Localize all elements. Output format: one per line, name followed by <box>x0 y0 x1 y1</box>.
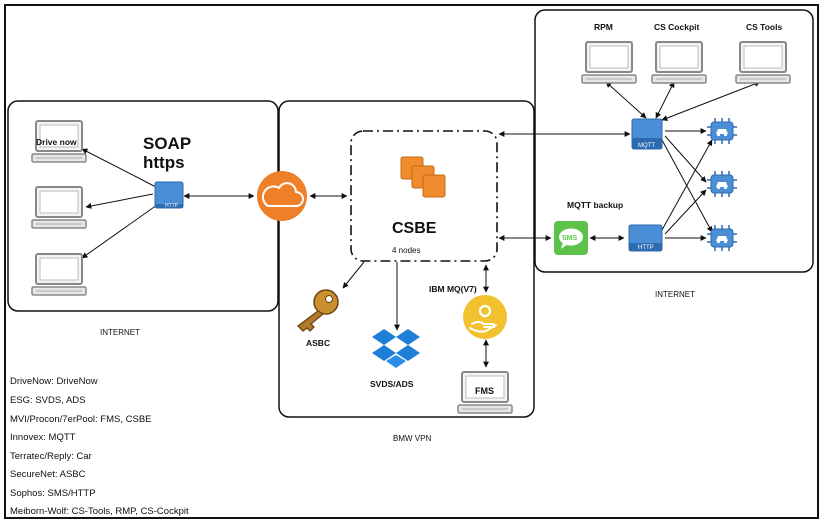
zone-label-bmw-vpn: BMW VPN <box>393 434 431 443</box>
link-http-client2 <box>85 193 154 209</box>
legend-item-terratec: Terratec/Reply: Car <box>10 451 92 462</box>
sms-icon-label: SMS <box>562 235 578 242</box>
protocol-label-https: https <box>143 153 185 172</box>
hand-gear-icon <box>463 295 507 339</box>
legend-item-sophos: Sophos: SMS/HTTP <box>10 488 96 499</box>
page-frame <box>4 4 819 519</box>
http-node-left-label: HTTP <box>165 203 179 209</box>
link-mqtt-car2 <box>664 135 707 183</box>
key-icon <box>297 289 339 332</box>
rpm-monitor <box>581 41 637 84</box>
car-chip-icon-2 <box>706 170 738 198</box>
fms-label: FMS <box>475 386 494 396</box>
link-http-client1 <box>81 148 157 188</box>
legend-item-mvi: MVI/Procon/7erPool: FMS, CSBE <box>10 414 152 425</box>
cs-cockpit-label: CS Cockpit <box>654 22 700 32</box>
cs-tools-monitor <box>735 41 791 84</box>
legend-item-esg: ESG: SVDS, ADS <box>10 395 86 406</box>
client-monitor-3 <box>31 253 87 296</box>
link-http-car1 <box>661 139 713 231</box>
csbe-server-stack-icon <box>400 156 446 198</box>
legend-item-securenet: SecureNet: ASBC <box>10 469 86 480</box>
http-node-right: HTTP <box>628 224 663 252</box>
mq-label: IBM MQ(V7) <box>429 284 477 294</box>
cs-cockpit-monitor <box>651 41 707 84</box>
asbc-label: ASBC <box>306 338 330 348</box>
car-chip-icon-3 <box>706 224 738 252</box>
legend-item-meiborn-wolf: Meiborn-Wolf: CS-Tools, RMP, CS-Cockpit <box>10 506 189 517</box>
csbe-title: CSBE <box>392 220 437 237</box>
link-rpm-mqtt <box>605 81 647 119</box>
client-monitor-2 <box>31 186 87 229</box>
dropbox-icon <box>372 329 420 368</box>
svds-label: SVDS/ADS <box>370 379 414 389</box>
link-http-car2 <box>664 189 707 235</box>
legend-item-drivenow: DriveNow: DriveNow <box>10 376 98 387</box>
bmw-vpn-zone <box>278 100 535 418</box>
client-label-drive-now: Drive now <box>36 137 77 147</box>
internet-zone-right <box>534 9 814 273</box>
sms-icon: SMS <box>554 221 588 255</box>
link-http-client3 <box>81 204 158 259</box>
mqtt-backup-label: MQTT backup <box>567 200 623 210</box>
cs-tools-label: CS Tools <box>746 22 782 32</box>
link-cockpit-mqtt <box>655 81 675 119</box>
csbe-subtitle: 4 nodes <box>392 246 420 255</box>
protocol-label-soap: SOAP <box>143 134 191 153</box>
legend-item-innovex: Innovex: MQTT <box>10 432 76 443</box>
mqtt-node: MQTT <box>631 118 663 150</box>
link-tools-mqtt <box>661 81 761 121</box>
mqtt-node-label: MQTT <box>638 143 655 149</box>
zone-label-internet-left: INTERNET <box>100 328 140 337</box>
cloud-icon <box>257 171 307 221</box>
rpm-label: RPM <box>594 22 613 32</box>
http-node-left: HTTP <box>154 181 184 209</box>
link-csbe-asbc <box>342 261 365 289</box>
zone-label-internet-right: INTERNET <box>655 290 695 299</box>
http-node-right-label: HTTP <box>638 245 654 251</box>
csbe-cluster-box <box>350 130 498 262</box>
